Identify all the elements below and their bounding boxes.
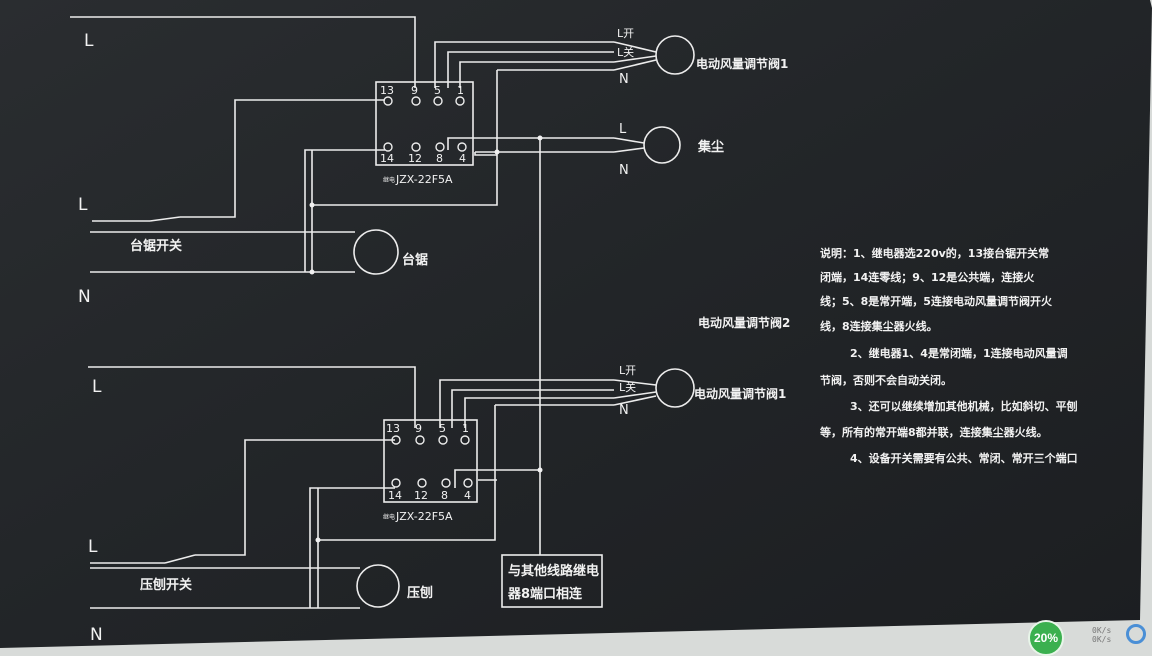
saw-motor-symbol xyxy=(353,229,399,275)
note-line-6: 节阀，否则不会自动关闭。 xyxy=(820,373,952,387)
relay2-term-4: 4 xyxy=(464,489,471,502)
note-line-1: 说明：1、继电器选220v的，13接台锯开关常 xyxy=(820,246,1049,260)
relay1-term-4: 4 xyxy=(459,152,466,165)
label-N-damper-1: N xyxy=(619,72,629,87)
label-N-saw: N xyxy=(78,287,91,307)
relay1-term-8: 8 xyxy=(436,152,443,165)
planer-motor-symbol xyxy=(356,564,400,608)
note-box-frame xyxy=(501,554,603,608)
label-L-top: L xyxy=(84,31,94,51)
note-line-3: 线；5、8是常开端，5连接电动风量调节阀开火 xyxy=(820,294,1053,308)
relay-1: 13 9 5 1 14 12 8 4 继电 JZX-22F5A xyxy=(375,81,474,186)
label-damper1-lower: 电动风量调节阀1 xyxy=(694,386,786,401)
relay2-term-8: 8 xyxy=(441,489,448,502)
label-N-damper-2: N xyxy=(619,403,629,418)
label-L-lower: L xyxy=(92,377,102,397)
label-N-planer: N xyxy=(90,625,103,645)
damper1-symbol-lower xyxy=(655,368,695,408)
download-speed: 0K/s xyxy=(1092,635,1112,644)
label-L-saw: L xyxy=(78,195,88,215)
relay2-term-14: 14 xyxy=(388,489,402,502)
note-line-7: 3、还可以继续增加其他机械，比如斜切、平刨 xyxy=(850,399,1078,413)
junction-dots xyxy=(309,135,543,543)
note-line-2: 闭端，14连零线；9、12是公共端，连接火 xyxy=(820,270,1035,284)
relay2-term-5: 5 xyxy=(439,422,446,435)
label-planer-motor: 压刨 xyxy=(407,585,433,601)
note-box-line-2: 器8端口相连 xyxy=(507,586,583,602)
relay1-model-prefix: 继电 xyxy=(383,176,395,184)
relay1-term-13: 13 xyxy=(380,84,394,97)
accelerator-ball-icon[interactable] xyxy=(1126,624,1146,644)
label-L-open-1: L开 xyxy=(617,27,634,40)
relay2-term-12: 12 xyxy=(414,489,428,502)
label-damper1-upper: 电动风量调节阀1 xyxy=(696,56,788,71)
notes-block: 说明：1、继电器选220v的，13接台锯开关常 闭端，14连零线；9、12是公共… xyxy=(819,246,1078,465)
note-line-4: 线，8连接集尘器火线。 xyxy=(820,319,938,333)
dust-collector-symbol xyxy=(643,126,681,164)
relay1-model: JZX-22F5A xyxy=(395,173,453,186)
note-line-9: 4、设备开关需要有公共、常闭、常开三个端口 xyxy=(850,451,1078,465)
label-N-dust: N xyxy=(619,163,629,178)
label-L-close-2: L关 xyxy=(619,380,636,394)
network-speed-widget[interactable]: 20% 0K/s 0K/s xyxy=(1028,620,1152,656)
device-symbols xyxy=(353,35,695,608)
relay1-term-9: 9 xyxy=(411,84,418,97)
label-L-open-2: L开 xyxy=(619,364,636,377)
note-line-5: 2、继电器1、4是常闭端，1连接电动风量调 xyxy=(850,346,1068,360)
relay2-term-1: 1 xyxy=(462,422,469,435)
wires xyxy=(70,16,657,609)
speed-percent-badge[interactable]: 20% xyxy=(1028,620,1064,656)
label-L-dust: L xyxy=(619,122,627,137)
relay2-model-prefix: 继电 xyxy=(383,513,395,521)
relay1-term-5: 5 xyxy=(434,84,441,97)
label-damper2: 电动风量调节阀2 xyxy=(698,315,790,330)
label-L-planer: L xyxy=(88,537,98,557)
label-saw-switch: 台锯开关 xyxy=(130,238,182,254)
damper1-symbol-upper xyxy=(655,35,695,75)
label-planer-switch: 压刨开关 xyxy=(140,577,192,593)
relay-2: 13 9 5 1 14 12 8 4 继电 JZX-22F5A xyxy=(383,419,478,523)
note-line-8: 等，所有的常开端8都并联，连接集尘器火线。 xyxy=(819,425,1048,439)
label-L-close-1: L关 xyxy=(617,45,634,59)
note-box-line-1: 与其他线路继电 xyxy=(508,563,599,579)
speed-readout: 0K/s 0K/s xyxy=(1092,626,1111,644)
label-saw-motor: 台锯 xyxy=(402,252,428,268)
relay1-term-12: 12 xyxy=(408,152,422,165)
upload-speed: 0K/s xyxy=(1092,626,1112,635)
relay1-term-14: 14 xyxy=(380,152,394,165)
relay2-model: JZX-22F5A xyxy=(395,510,453,523)
relay2-term-13: 13 xyxy=(386,422,400,435)
relay2-term-9: 9 xyxy=(415,422,422,435)
label-dust-collector: 集尘 xyxy=(697,139,724,155)
relay1-term-1: 1 xyxy=(457,84,464,97)
